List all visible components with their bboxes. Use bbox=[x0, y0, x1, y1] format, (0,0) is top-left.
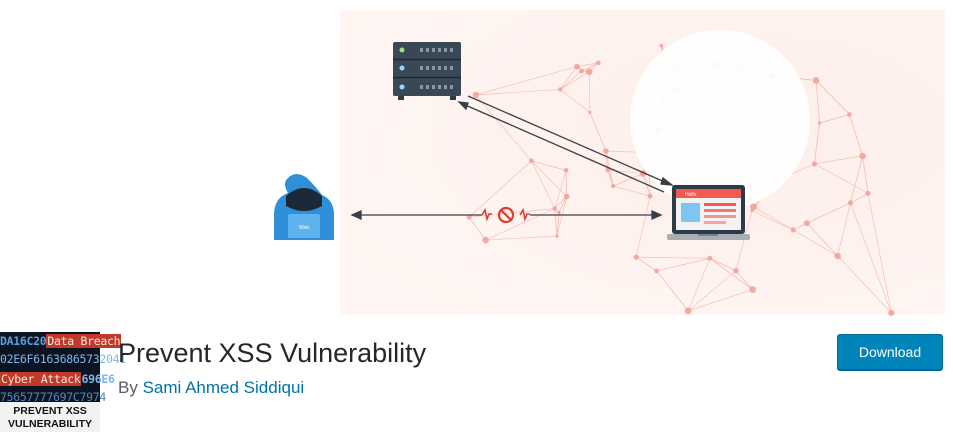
mesh-node bbox=[610, 183, 616, 189]
mesh-node bbox=[790, 227, 796, 233]
banner-globe-hole bbox=[630, 30, 810, 210]
mesh-node bbox=[647, 193, 653, 199]
icon-code-line-1: DA16C20Data Breach bbox=[0, 334, 122, 348]
mesh-node bbox=[865, 190, 871, 196]
icon-tag-cyber-attack: Cyber Attack bbox=[0, 372, 82, 386]
icon-label-line-1: PREVENT XSS bbox=[13, 405, 87, 417]
mesh-node bbox=[466, 214, 472, 220]
mesh-node bbox=[579, 68, 584, 74]
mesh-node bbox=[654, 268, 659, 274]
laptop-icon: Hello bbox=[667, 185, 750, 240]
server-icon bbox=[393, 42, 461, 100]
mesh-node bbox=[557, 87, 563, 92]
blocked-connection-arrow bbox=[350, 209, 663, 221]
xss-illustration: Hello bbox=[274, 10, 945, 317]
break-mark-left bbox=[481, 207, 492, 222]
mesh-node bbox=[585, 68, 593, 76]
mesh-node bbox=[557, 210, 561, 215]
mesh-node bbox=[596, 60, 601, 65]
mesh-node bbox=[811, 161, 817, 167]
plugin-author: By Sami Ahmed Siddiqui bbox=[118, 378, 304, 398]
mesh-node bbox=[817, 121, 822, 125]
mesh-node bbox=[859, 152, 866, 160]
mesh-node bbox=[563, 167, 569, 173]
icon-code-text: DA16C20 bbox=[0, 334, 47, 348]
mesh-node bbox=[605, 167, 611, 173]
mesh-node bbox=[528, 158, 534, 164]
mesh-node bbox=[812, 77, 820, 84]
laptop-screen-text: Hello bbox=[685, 192, 697, 198]
icon-tag-data-breach: Data Breach bbox=[46, 334, 122, 348]
server-laptop-arrows bbox=[457, 95, 675, 193]
icon-label: PREVENT XSS VULNERABILITY bbox=[0, 402, 100, 432]
mesh-node bbox=[888, 309, 895, 317]
mesh-node bbox=[633, 254, 639, 260]
mesh-node bbox=[834, 252, 841, 260]
icon-code-line-2: 02E6F61636865732041 bbox=[0, 352, 126, 366]
plugin-icon: DA16C20Data Breach 02E6F61636865732041 C… bbox=[0, 332, 126, 432]
mesh-node bbox=[847, 112, 852, 117]
mesh-node bbox=[603, 148, 609, 154]
mesh-node bbox=[472, 91, 479, 99]
break-mark-right bbox=[519, 207, 530, 222]
icon-label-line-2: VULNERABILITY bbox=[8, 418, 92, 430]
hacker-icon: Web bbox=[274, 174, 334, 240]
mesh-node bbox=[707, 255, 713, 261]
mesh-node bbox=[733, 267, 739, 274]
mesh-node bbox=[563, 193, 570, 200]
mesh-node bbox=[588, 110, 592, 114]
mesh-node bbox=[684, 307, 692, 315]
mesh-node bbox=[847, 200, 854, 206]
plugin-title: Prevent XSS Vulnerability bbox=[118, 338, 427, 368]
download-button[interactable]: Download bbox=[837, 334, 943, 370]
mesh-node bbox=[555, 234, 559, 238]
icon-code-line-4: 75657777697C7974 bbox=[0, 390, 106, 404]
plugin-banner: Hello bbox=[274, 10, 945, 317]
mesh-node bbox=[482, 236, 489, 244]
mesh-node bbox=[803, 220, 810, 227]
author-prefix: By bbox=[118, 378, 138, 397]
icon-code-line-3: Cyber Attack696E6 bbox=[0, 372, 115, 386]
icon-code-text: 696E6 bbox=[81, 372, 115, 386]
blocked-icon bbox=[497, 206, 515, 224]
mesh-node bbox=[552, 206, 557, 211]
hacker-laptop-label: Web bbox=[299, 225, 309, 231]
mesh-node bbox=[750, 203, 758, 211]
mesh-node bbox=[573, 63, 580, 70]
mesh-node bbox=[659, 43, 664, 48]
author-link[interactable]: Sami Ahmed Siddiqui bbox=[142, 378, 305, 397]
mesh-node bbox=[749, 286, 757, 294]
